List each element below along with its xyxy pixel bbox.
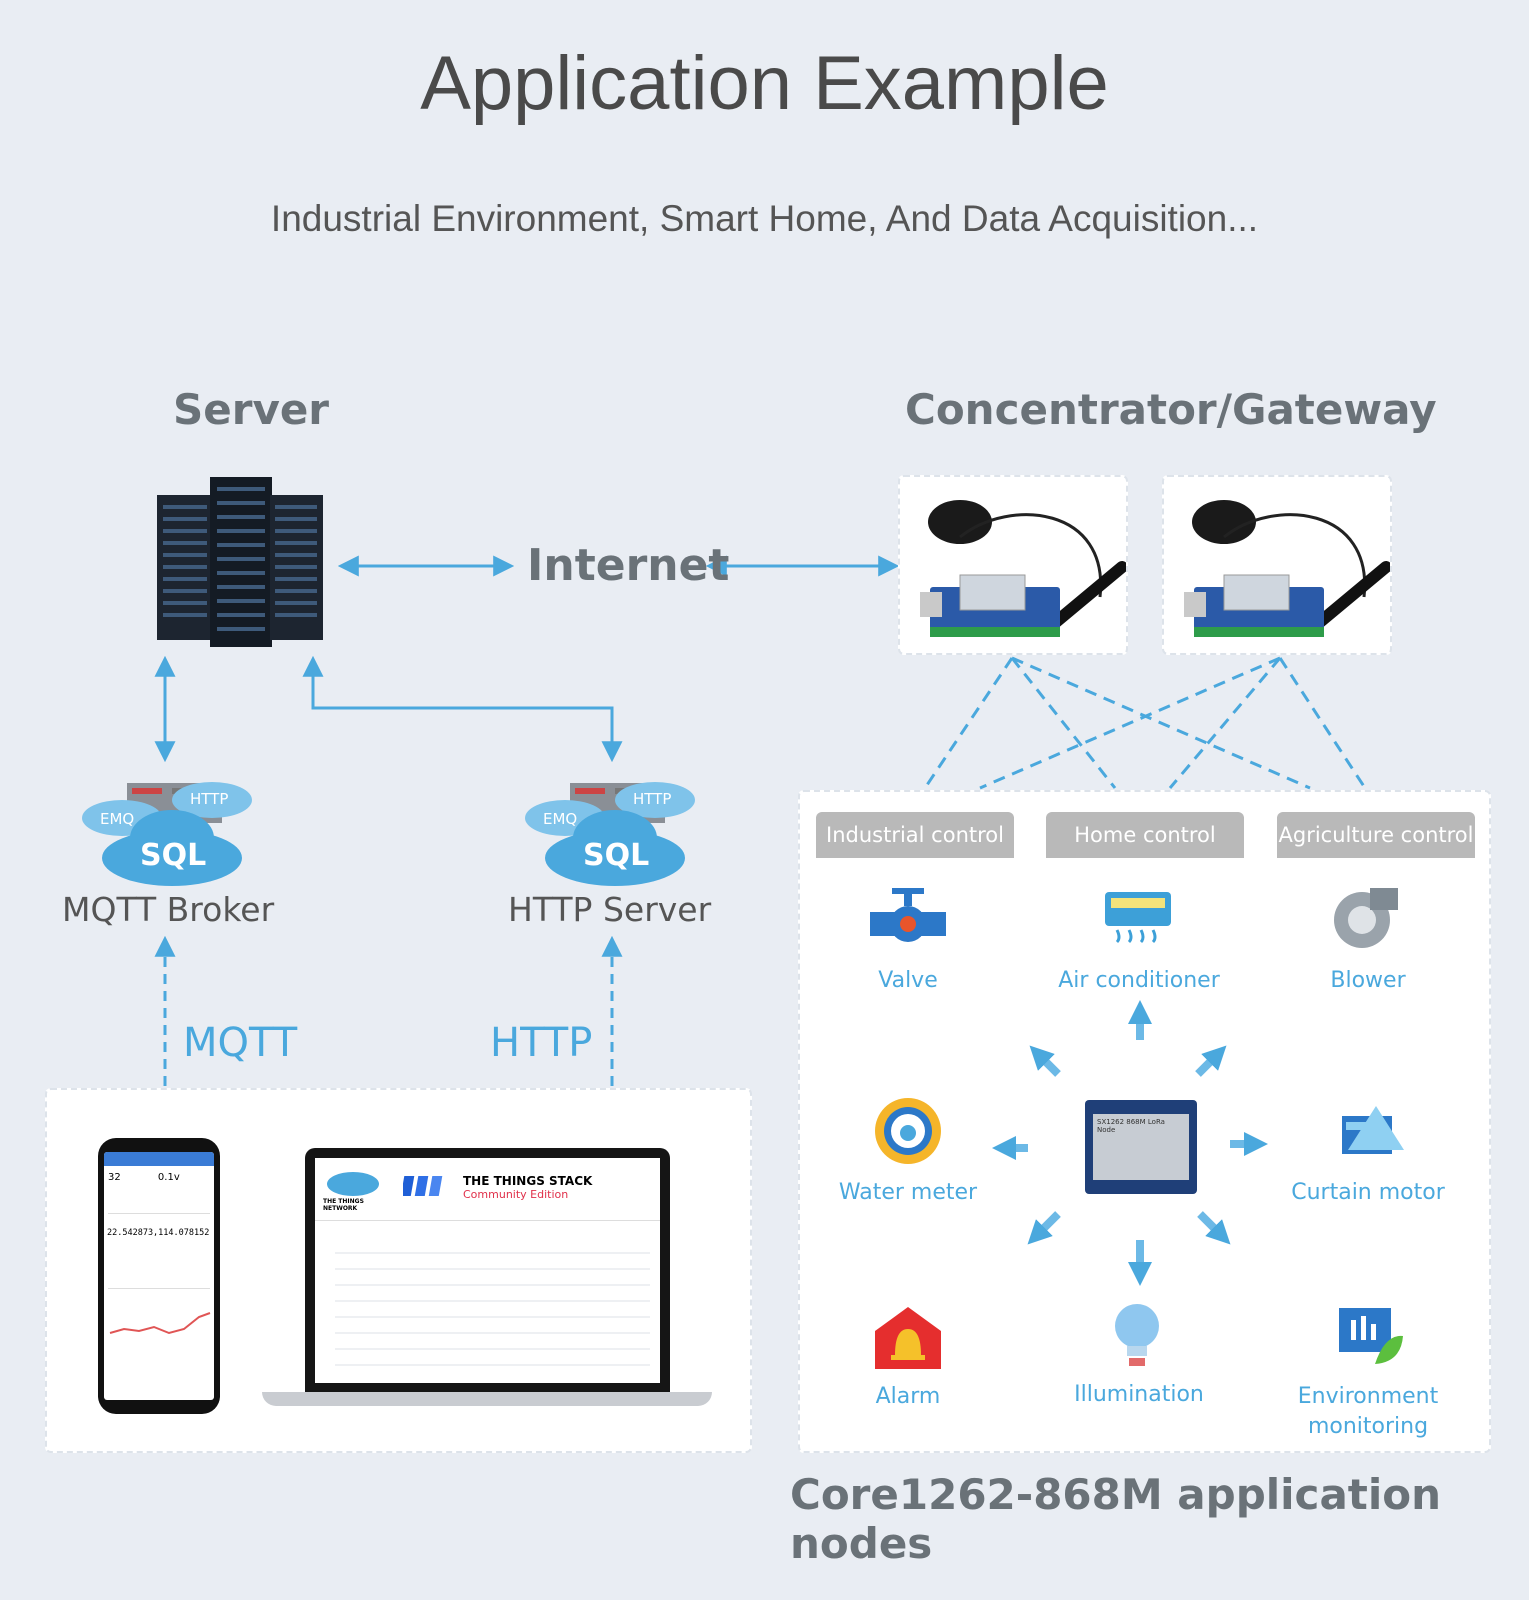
phone-device: 32 0.1v 22.542873,114.078152	[98, 1138, 220, 1414]
mqtt-broker-label: MQTT Broker	[62, 890, 275, 929]
laptop-table	[335, 1238, 650, 1368]
server-label: Server	[173, 385, 330, 434]
server-http-arrow	[302, 655, 623, 763]
lora-chip-text: SX1262 868M LoRa Node	[1097, 1118, 1165, 1134]
valve-icon	[870, 888, 946, 942]
gateway-label: Concentrator/Gateway	[905, 385, 1437, 434]
things-stack-edition: Community Edition	[463, 1188, 569, 1201]
phone-coords: 22.542873,114.078152	[107, 1228, 210, 1238]
laptop-screen: THE THINGS NETWORK THE THINGS STACK Comm…	[315, 1158, 660, 1383]
phone-reading-2: 0.1v	[157, 1172, 180, 1183]
environment-monitoring-label: Environment monitoring	[1297, 1384, 1439, 1439]
phone-chart-icon	[109, 1312, 211, 1335]
water-meter-icon	[875, 1098, 941, 1164]
cloud-sql-label: SQL	[583, 838, 650, 873]
blower-label: Blower	[1330, 968, 1406, 993]
nodes-caption: Core1262-868M application nodes	[790, 1470, 1442, 1568]
gateway-board-icon	[1184, 500, 1392, 637]
page-subtitle: Industrial Environment, Smart Home, And …	[270, 198, 1259, 239]
cloud-emq-label: EMQ	[100, 810, 135, 828]
phone-reading-1: 32	[108, 1172, 121, 1183]
air-conditioner-label: Air conditioner	[1058, 968, 1220, 993]
illumination-icon	[1115, 1304, 1159, 1366]
curtain-motor-icon	[1342, 1106, 1404, 1154]
gateway-device-1	[898, 475, 1128, 655]
cloud-sql-label: SQL	[140, 838, 207, 873]
lora-module: SX1262 868M LoRa Node	[1085, 1100, 1197, 1194]
blower-icon	[1334, 888, 1398, 948]
internet-label: Internet	[527, 540, 730, 591]
http-protocol-label: HTTP	[490, 1020, 593, 1066]
alarm-label: Alarm	[875, 1384, 941, 1409]
module-radial-arrows	[992, 1000, 1268, 1286]
phone-screen: 32 0.1v 22.542873,114.078152	[104, 1152, 214, 1400]
water-meter-label: Water meter	[838, 1180, 978, 1205]
things-stack-title: THE THINGS STACK	[463, 1174, 593, 1188]
http-server-label: HTTP Server	[508, 890, 712, 929]
valve-label: Valve	[878, 968, 938, 993]
gateway-board-icon	[920, 500, 1128, 637]
cloud-emq-label: EMQ	[543, 810, 578, 828]
tab-agriculture-control[interactable]: Agriculture control	[1277, 812, 1475, 858]
laptop-device: THE THINGS NETWORK THE THINGS STACK Comm…	[305, 1148, 670, 1393]
air-conditioner-icon	[1105, 892, 1171, 944]
mqtt-protocol-label: MQTT	[183, 1020, 298, 1066]
alarm-icon	[875, 1307, 941, 1369]
ttn-logo-text: THE THINGS NETWORK	[323, 1198, 364, 1212]
things-stack-logo-icon	[403, 1176, 443, 1196]
cloud-http-label: HTTP	[190, 790, 229, 808]
illumination-label: Illumination	[1074, 1382, 1204, 1407]
laptop-base	[262, 1392, 712, 1406]
cloud-logo-icon	[327, 1172, 379, 1196]
cloud-http-label: HTTP	[633, 790, 672, 808]
curtain-motor-label: Curtain motor	[1291, 1180, 1445, 1205]
server-rack-icon	[157, 477, 323, 647]
mqtt-broker-cloud-icon: HTTP EMQ SQL	[82, 778, 252, 888]
http-server-cloud-icon: HTTP EMQ SQL	[525, 778, 695, 888]
gateway-device-2	[1162, 475, 1392, 655]
page-title: Application Example	[420, 41, 1109, 126]
lora-module-shield: SX1262 868M LoRa Node	[1093, 1114, 1189, 1180]
tab-home-control[interactable]: Home control	[1046, 812, 1244, 858]
environment-monitoring-icon	[1339, 1308, 1403, 1364]
tab-industrial-control[interactable]: Industrial control	[816, 812, 1014, 858]
gateway-radio-links	[923, 656, 1367, 790]
